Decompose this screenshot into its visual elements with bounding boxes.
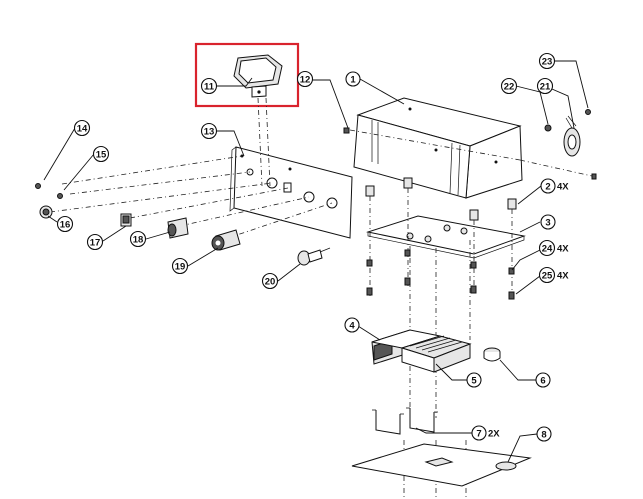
- svg-text:14: 14: [77, 124, 88, 135]
- svg-text:13: 13: [204, 127, 215, 138]
- svg-text:3: 3: [545, 218, 550, 229]
- callout-16: 16: [56, 215, 74, 233]
- svg-text:6: 6: [540, 376, 545, 387]
- callout-5: 5: [466, 372, 482, 388]
- svg-text:24: 24: [542, 244, 553, 255]
- callout-25: 25 4X: [538, 266, 569, 284]
- svg-text:21: 21: [540, 82, 551, 93]
- svg-text:25: 25: [542, 271, 553, 282]
- callout-7-qty: 2X: [488, 429, 500, 440]
- svg-text:8: 8: [541, 430, 546, 441]
- part-5-heatsink: [400, 335, 472, 373]
- part-11-display-housing: [233, 54, 283, 98]
- callout-25-qty: 4X: [557, 271, 569, 282]
- svg-text:5: 5: [471, 376, 477, 387]
- leader-lines: [43, 60, 589, 463]
- part-20-gland: [297, 247, 331, 266]
- callout-14: 14: [73, 119, 91, 137]
- highlight-box: [194, 42, 300, 108]
- svg-text:18: 18: [133, 235, 144, 246]
- callout-23: 23: [538, 52, 556, 70]
- callout-22: 22: [500, 77, 518, 95]
- part-6-fitting: [483, 347, 501, 362]
- callout-19: 19: [171, 257, 189, 275]
- svg-text:1: 1: [350, 75, 356, 86]
- svg-text:22: 22: [504, 82, 515, 93]
- callout-20: 20: [261, 272, 279, 290]
- callout-2-qty: 4X: [557, 182, 569, 193]
- part-22-23-hardware: [544, 109, 591, 132]
- part-13-front-panel: [229, 146, 353, 239]
- svg-text:2: 2: [545, 182, 550, 193]
- svg-text:15: 15: [96, 150, 107, 161]
- callout-13: 13: [200, 122, 218, 140]
- callout-3: 3: [540, 214, 556, 230]
- part-17-switch: [120, 213, 132, 227]
- part-18-button: [167, 217, 189, 239]
- svg-text:7: 7: [476, 429, 481, 440]
- part-4-controller: [371, 329, 441, 365]
- part-1-enclosure: [353, 97, 523, 199]
- callout-12: 12: [296, 70, 314, 88]
- callout-11: 11: [200, 77, 218, 95]
- bolts: [35, 127, 597, 300]
- callout-8: 8: [536, 426, 552, 442]
- callout-2: 2 4X: [540, 178, 569, 194]
- callout-24-qty: 4X: [557, 244, 569, 255]
- svg-text:11: 11: [204, 82, 215, 93]
- callout-7: 7 2X: [471, 425, 500, 441]
- callout-4: 4: [344, 317, 360, 333]
- svg-text:17: 17: [90, 238, 101, 249]
- svg-text:4: 4: [349, 321, 355, 332]
- callout-6: 6: [535, 372, 551, 388]
- svg-text:20: 20: [265, 277, 276, 288]
- part-8-bottom-plate: [351, 443, 532, 487]
- callout-18: 18: [129, 230, 147, 248]
- part-19-key-switch: [211, 229, 241, 251]
- part-7-brackets: [372, 407, 438, 435]
- callout-17: 17: [86, 233, 104, 251]
- part-3-base-plate: [366, 215, 526, 259]
- svg-text:16: 16: [60, 220, 71, 231]
- part-21-horn: [563, 115, 581, 157]
- callout-15: 15: [92, 145, 110, 163]
- part-16-connector: [39, 205, 53, 219]
- svg-text:12: 12: [300, 75, 311, 86]
- assembly-axes: [49, 97, 593, 499]
- callout-1: 1: [345, 71, 361, 87]
- callout-21: 21: [536, 77, 554, 95]
- callout-24: 24 4X: [538, 239, 569, 257]
- svg-text:19: 19: [175, 262, 186, 273]
- svg-text:23: 23: [542, 57, 553, 68]
